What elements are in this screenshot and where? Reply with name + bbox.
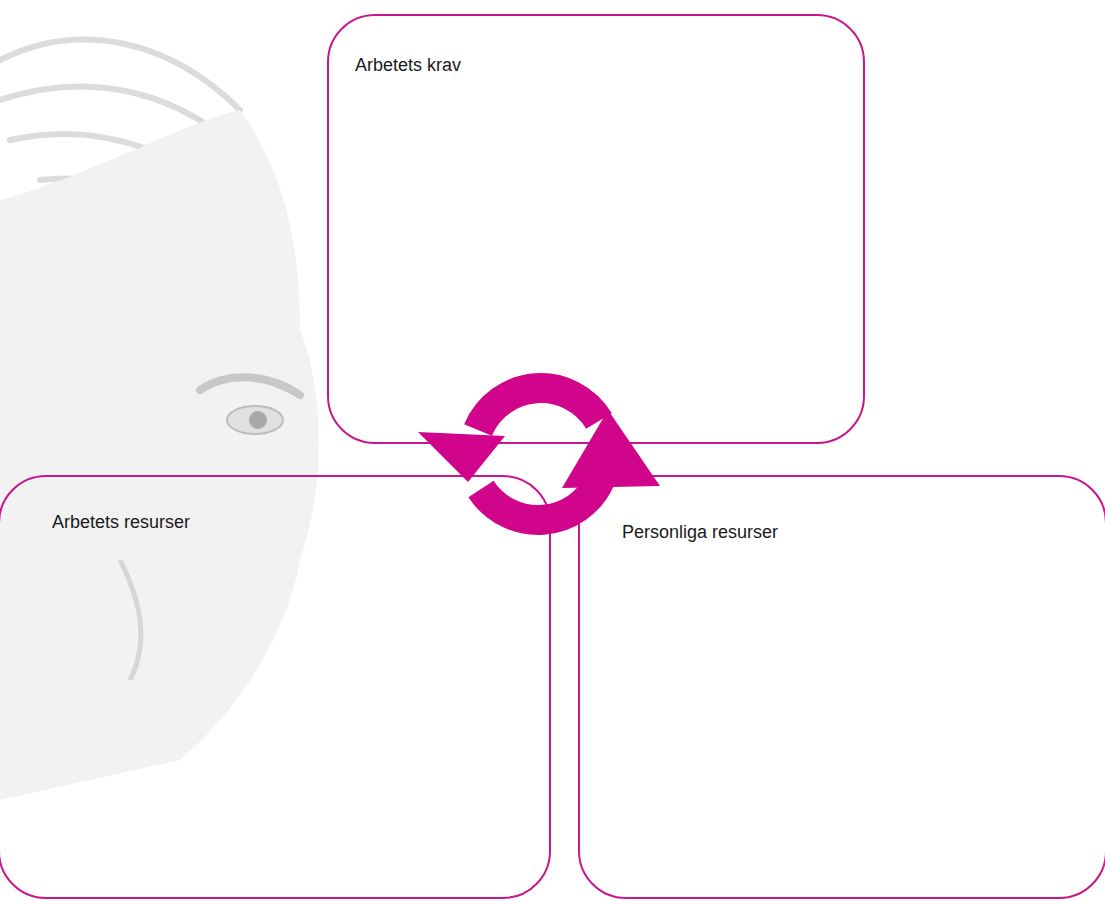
eyebrow (200, 377, 300, 395)
hair-line (0, 40, 240, 110)
pupil (249, 411, 267, 429)
cycle-arrowhead (418, 432, 505, 482)
rounded-box: Arbetets krav (327, 14, 865, 444)
rounded-box: Personliga resurser (578, 475, 1105, 899)
eye (227, 406, 283, 434)
face-shape (0, 110, 319, 800)
nose-line (120, 560, 141, 680)
cycle-arc (481, 480, 600, 520)
cycle-arrowhead (562, 410, 660, 488)
box-heading: Arbetets krav (355, 54, 461, 76)
cycle-arc (478, 388, 599, 430)
box-heading: Arbetets resurser (52, 511, 190, 533)
box-heading: Personliga resurser (622, 521, 778, 543)
rounded-box: Arbetets resurser (0, 475, 551, 899)
